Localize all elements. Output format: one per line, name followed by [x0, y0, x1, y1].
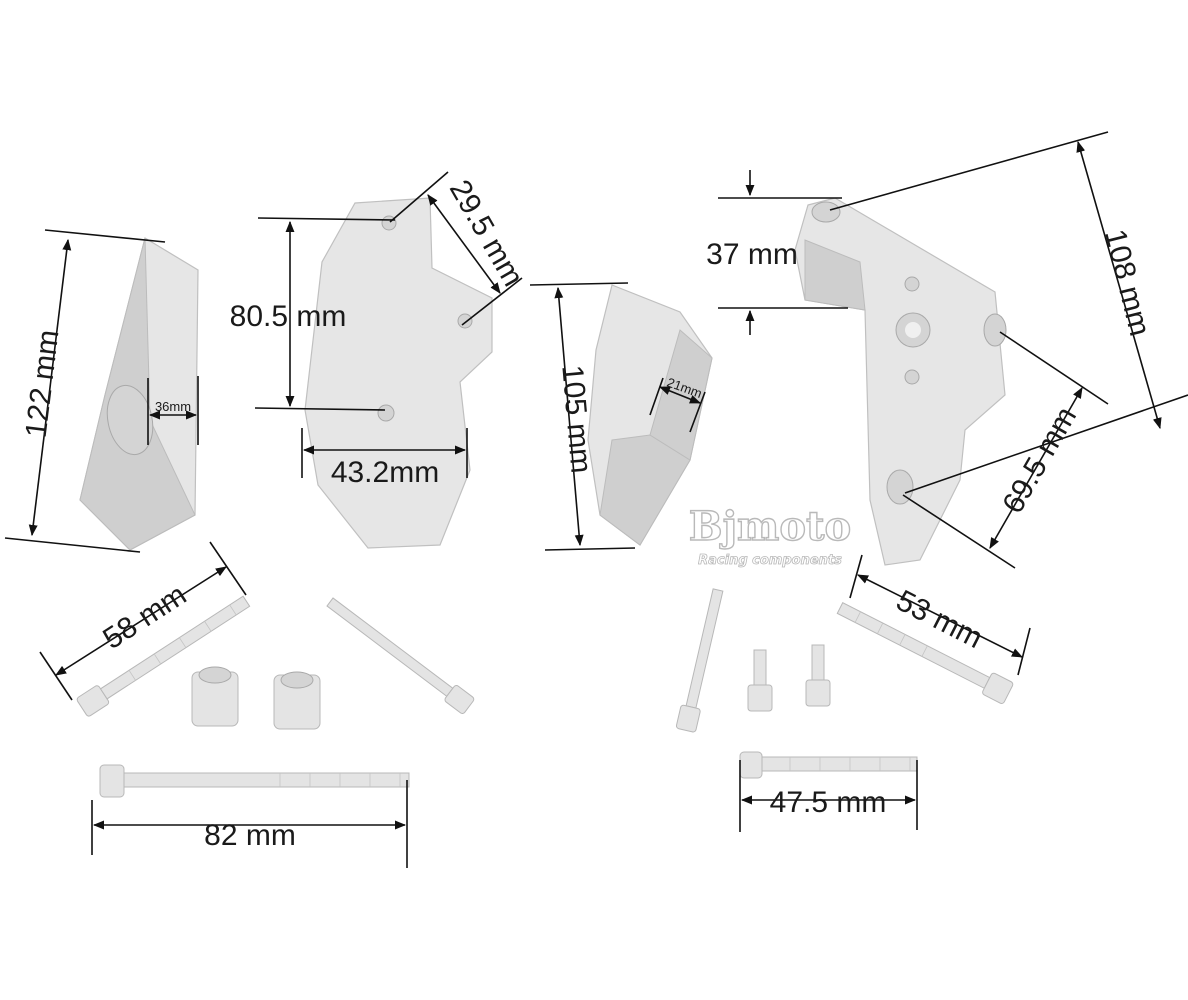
bolt-47-5mm-label: 47.5 mm: [770, 786, 887, 819]
plate-width-dimension: 43.2mm: [301, 428, 468, 489]
left-slider-hole-label: 36mm: [155, 399, 191, 414]
bracket-top-offset-dimension: 37 mm: [706, 170, 848, 335]
bracket-lower-hole: [904, 369, 920, 385]
bracket-center-hole-bore: [905, 322, 921, 338]
frame-bracket-part: [794, 197, 1007, 566]
bracket-top-offset-label: 37 mm: [706, 238, 798, 271]
center-slider-height-dimension: 105 mm: [529, 282, 636, 551]
bracket-side-hole: [983, 313, 1007, 347]
plate-width-label: 43.2mm: [331, 456, 439, 489]
center-slider-height-label: 105 mm: [555, 364, 597, 475]
bolt-82mm: 82 mm: [91, 764, 410, 868]
bracket-top-hole: [811, 201, 841, 223]
left-slider-hole-dimension: 36mm: [147, 376, 199, 445]
plate-bottom-hole: [377, 404, 395, 422]
bracket-height-label: 108 mm: [1098, 226, 1156, 339]
short-bolt-right: [805, 644, 831, 707]
mounting-plate-part: [304, 197, 493, 549]
brand-tagline: Racing components: [698, 553, 842, 568]
brand-logo: Bjmoto Racing components: [688, 502, 852, 568]
left-slider-height-label: 122 mm: [20, 328, 66, 440]
spacer-right: [273, 671, 321, 730]
bolt-82mm-label: 82 mm: [204, 819, 296, 852]
spacer-left: [191, 666, 239, 727]
bracket-bottom-hole: [886, 469, 914, 505]
bolt-unlabeled-diagonal: [675, 588, 724, 733]
short-bolt-left: [747, 649, 773, 712]
left-slider-part: [79, 237, 199, 551]
bracket-small-hole: [904, 276, 920, 292]
bolt-47-5mm: 47.5 mm: [739, 751, 918, 832]
plate-hole-spacing-dimension: 80.5 mm: [230, 217, 396, 411]
bracket-diagonal-label: 69.5 mm: [996, 401, 1083, 519]
bolt-53mm: 53 mm: [836, 554, 1031, 704]
brand-name: Bjmoto: [689, 503, 851, 550]
plate-side-hole: [457, 313, 473, 329]
plate-hole-spacing-label: 80.5 mm: [230, 300, 347, 333]
bolt-unlabeled-long: [326, 597, 475, 715]
